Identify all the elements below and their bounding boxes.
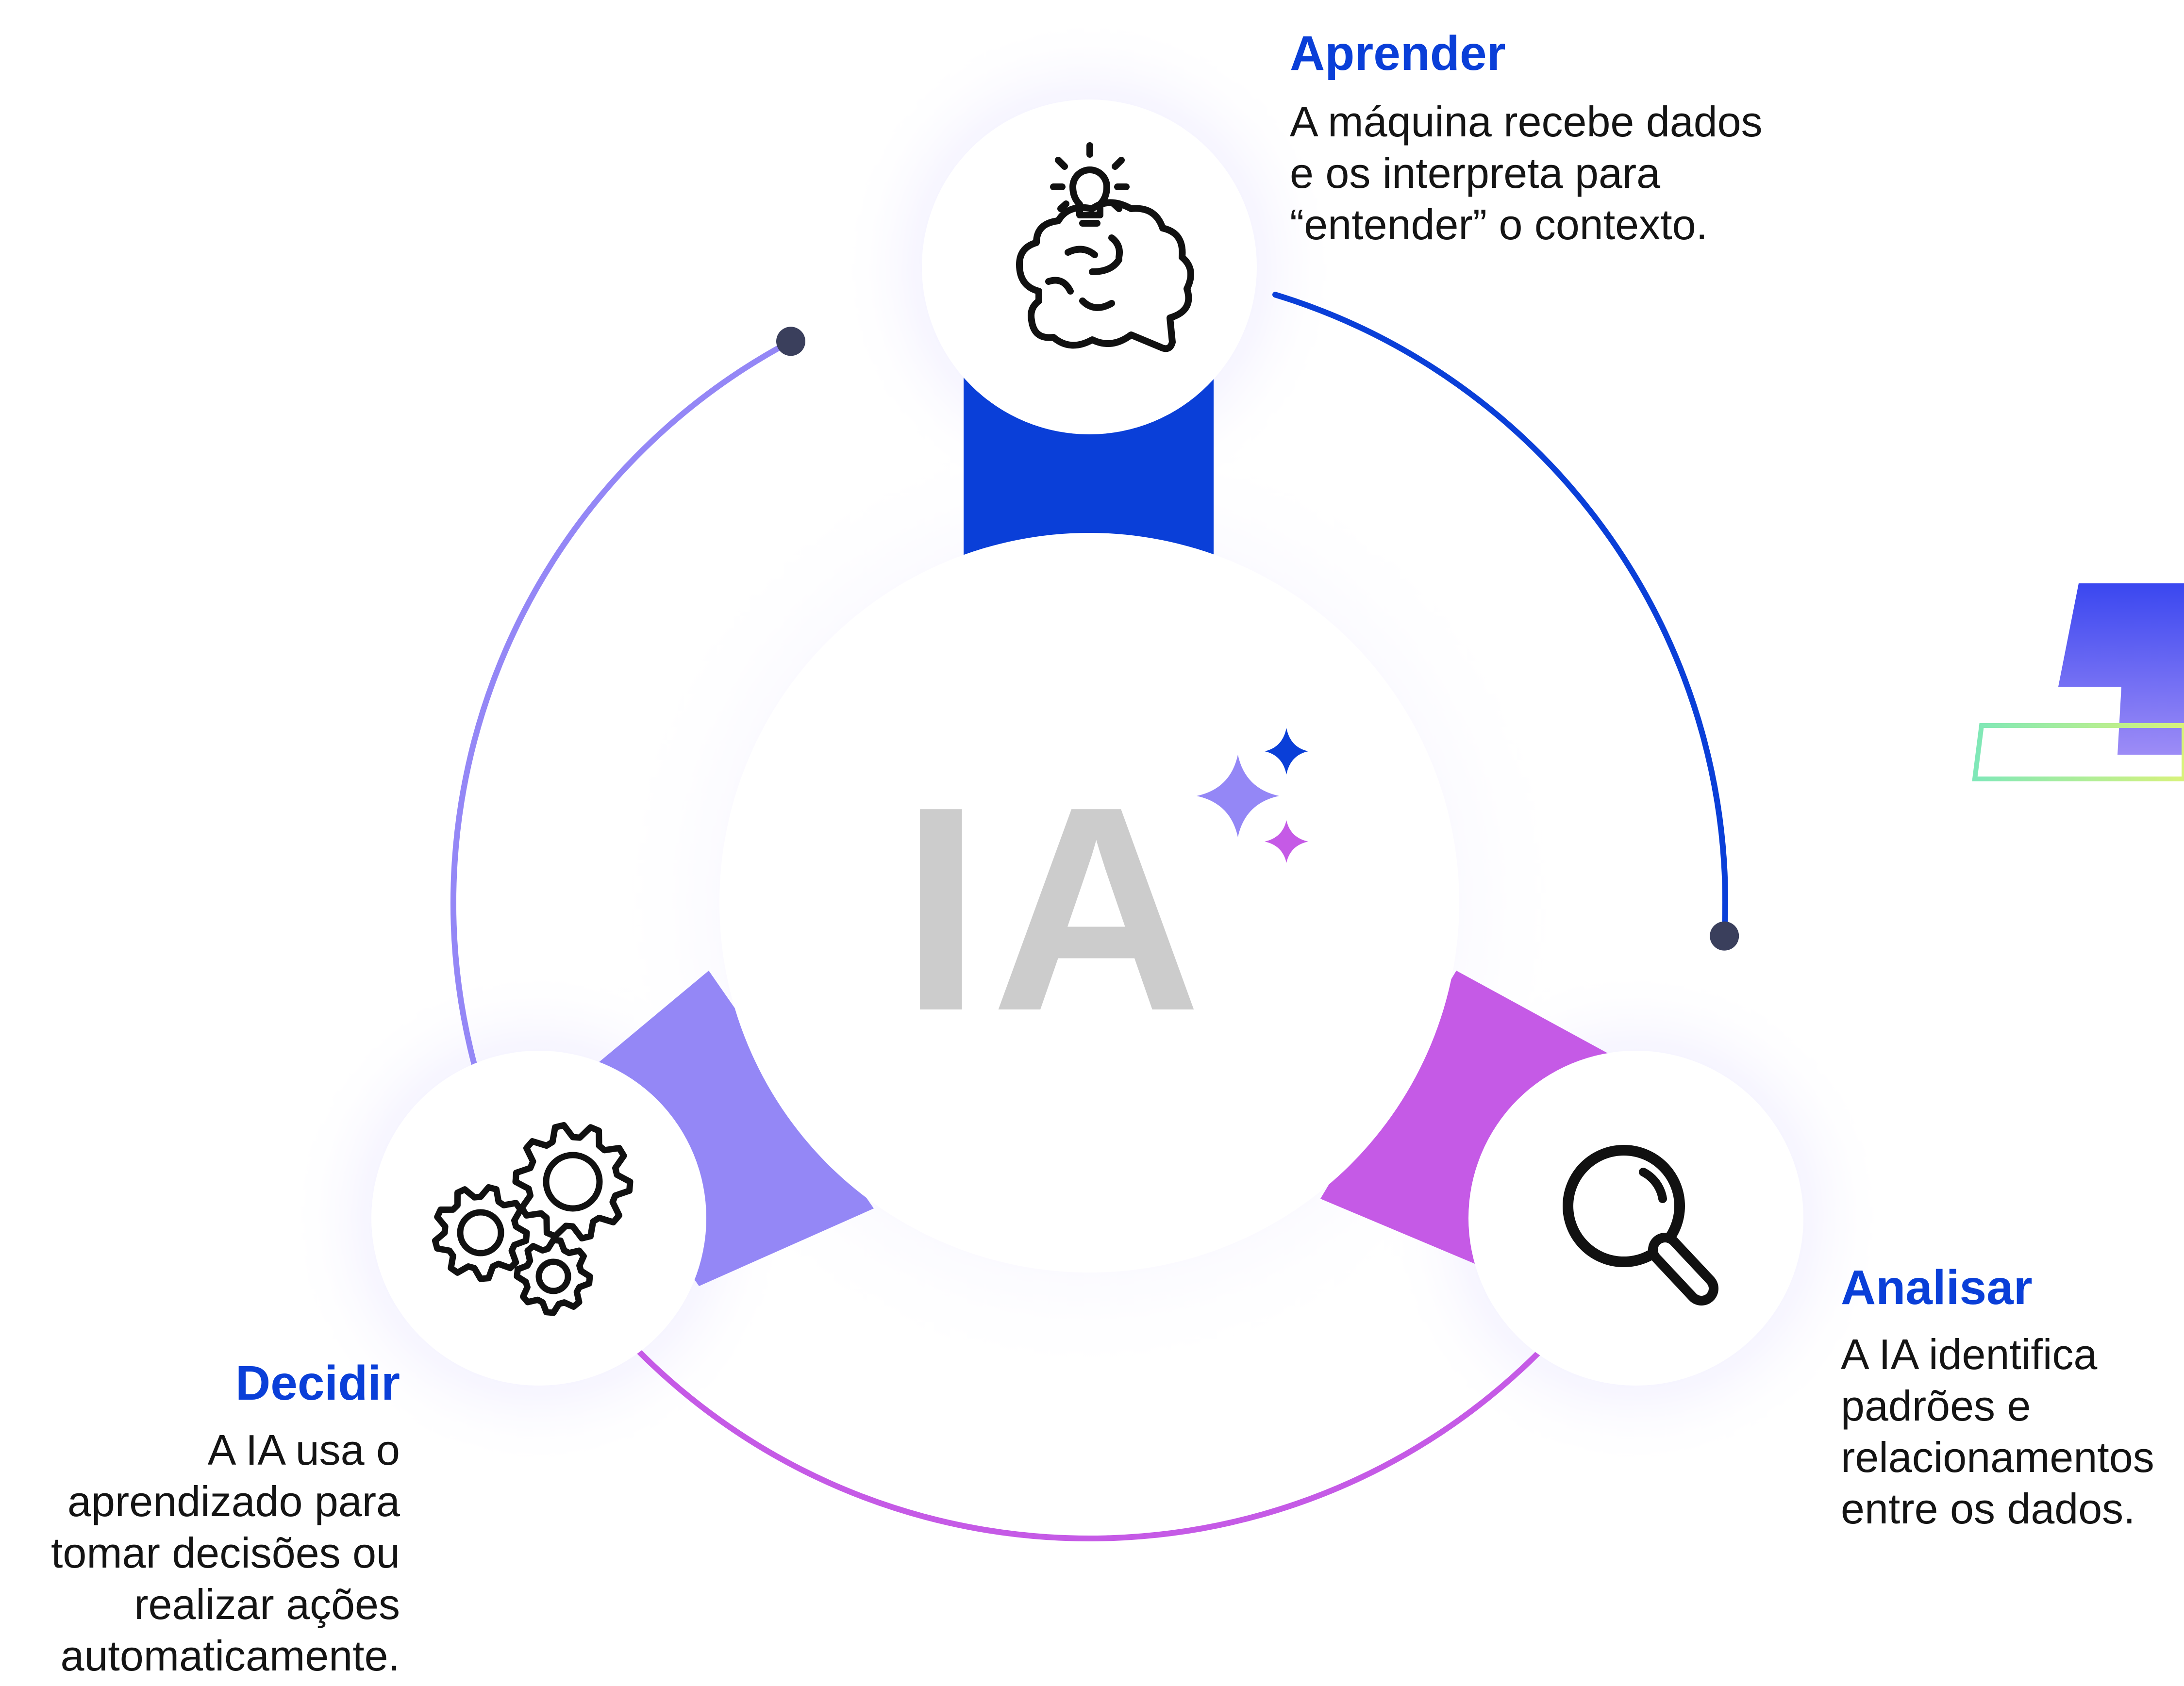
center-label: IA <box>900 746 1211 1072</box>
node-aprender <box>922 99 1257 434</box>
arc-end-dot <box>1710 921 1739 951</box>
step-analisar-description: A IA identifica padrões e relacionamento… <box>1841 1330 2154 1533</box>
gear-icon <box>514 1237 593 1316</box>
step-aprender-title: Aprender <box>1290 26 1506 81</box>
step-analisar-title: Analisar <box>1841 1260 2033 1315</box>
node-analisar <box>1468 1051 1803 1386</box>
gears-icon <box>432 1122 634 1316</box>
arc-end-dot <box>776 327 805 356</box>
decorative-shape <box>2058 583 2184 755</box>
sparkle-icon <box>1265 728 1308 775</box>
sparkle-icon <box>1265 820 1308 863</box>
magnifier-icon <box>1563 1145 1718 1306</box>
step-aprender-description: A máquina recebe dados e os interpreta p… <box>1290 98 1763 248</box>
node-decidir <box>371 1051 706 1386</box>
arc-decidir-to-aprender <box>450 338 794 1071</box>
step-decidir-title: Decidir <box>235 1356 400 1410</box>
sparkle-icon <box>1197 755 1279 837</box>
gear-icon <box>432 1184 530 1282</box>
connector-decidir <box>563 971 874 1286</box>
brain-lightbulb-icon <box>1016 142 1194 352</box>
arc-analisar-to-decidir <box>585 1264 1614 1542</box>
center-circle <box>719 533 1459 1273</box>
gear-icon <box>512 1122 634 1241</box>
decorative-outline <box>1972 723 2184 781</box>
arc-aprender-to-analisar <box>1272 292 1728 939</box>
step-decidir-description: A IA usa o aprendizado para tomar decisõ… <box>50 1426 400 1680</box>
